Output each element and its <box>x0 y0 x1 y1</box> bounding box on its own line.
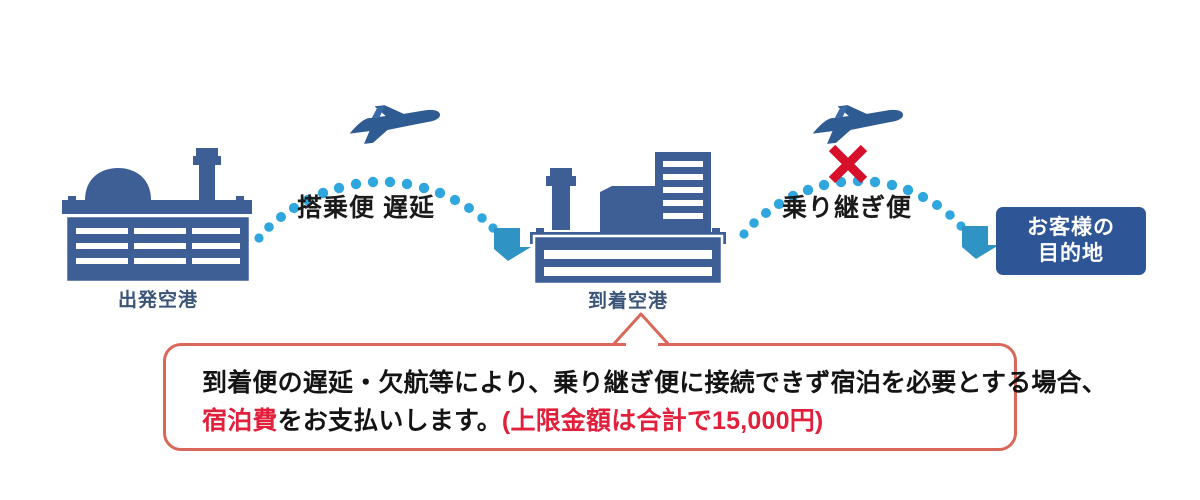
flight-path-dots-segment-2 <box>739 175 966 239</box>
callout-payment-text: をお支払いします。 <box>277 407 502 435</box>
destination-arrow-icon <box>962 226 999 259</box>
connecting-flight-label: 乗り継ぎ便 <box>782 194 913 222</box>
destination-label-line2: 目的地 <box>1038 242 1104 265</box>
airplane-icon-connecting-flight <box>812 105 904 144</box>
boarding-flight-label: 搭乗便 遅延 <box>297 194 435 222</box>
callout-text: 到着便の遅延・欠航等により、乗り継ぎ便に接続できず宿泊を必要とする場合、 宿泊費… <box>202 364 1107 440</box>
red-x-icon <box>828 144 868 184</box>
airport-terminal-tower-icon-arrival <box>530 152 726 286</box>
callout-limit-amount: (上限金額は合計で15,000円) <box>501 407 824 435</box>
departure-airport-label: 出発空港 <box>117 290 198 311</box>
destination-label-line1: お客様の <box>1027 216 1115 240</box>
callout-tail-mask <box>626 341 658 348</box>
callout-line-1: 到着便の遅延・欠航等により、乗り継ぎ便に接続できず宿泊を必要とする場合、 <box>202 369 1107 397</box>
arrival-airport-label: 到着空港 <box>587 291 668 312</box>
callout-accommodation-cost-term: 宿泊費 <box>202 407 278 435</box>
destination-box: お客様の 目的地 <box>996 207 1146 275</box>
airplane-icon-boarding-flight <box>349 105 441 144</box>
callout-line-2: 宿泊費をお支払いします。(上限金額は合計で15,000円) <box>202 402 1107 440</box>
flight-path-dots-segment-1 <box>254 176 498 243</box>
arrival-arrow-icon <box>494 228 531 261</box>
callout-pointer-tail <box>610 312 672 347</box>
airport-terminal-icon-departure <box>62 148 252 284</box>
coverage-callout-box: 到着便の遅延・欠航等により、乗り継ぎ便に接続できず宿泊を必要とする場合、 宿泊費… <box>163 343 1107 451</box>
